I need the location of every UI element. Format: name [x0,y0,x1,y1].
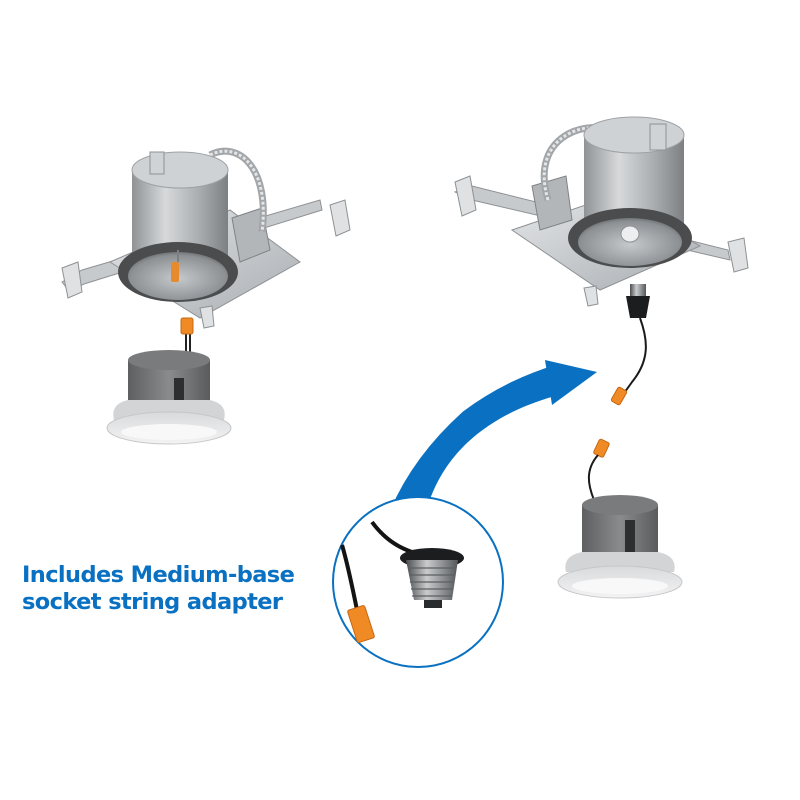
adapter-closeup-callout [332,496,504,668]
left-led-module [106,317,232,445]
adapter-caption: Includes Medium-base socket string adapt… [22,562,322,616]
caption-line-1: Includes Medium-base [22,562,295,588]
right-led-module [557,438,683,599]
curved-arrow-icon [387,360,597,525]
right-recessed-housing [453,116,749,307]
left-recessed-housing [61,147,351,329]
caption-line-2: socket string adapter [22,589,283,615]
right-socket-adapter [610,284,650,406]
